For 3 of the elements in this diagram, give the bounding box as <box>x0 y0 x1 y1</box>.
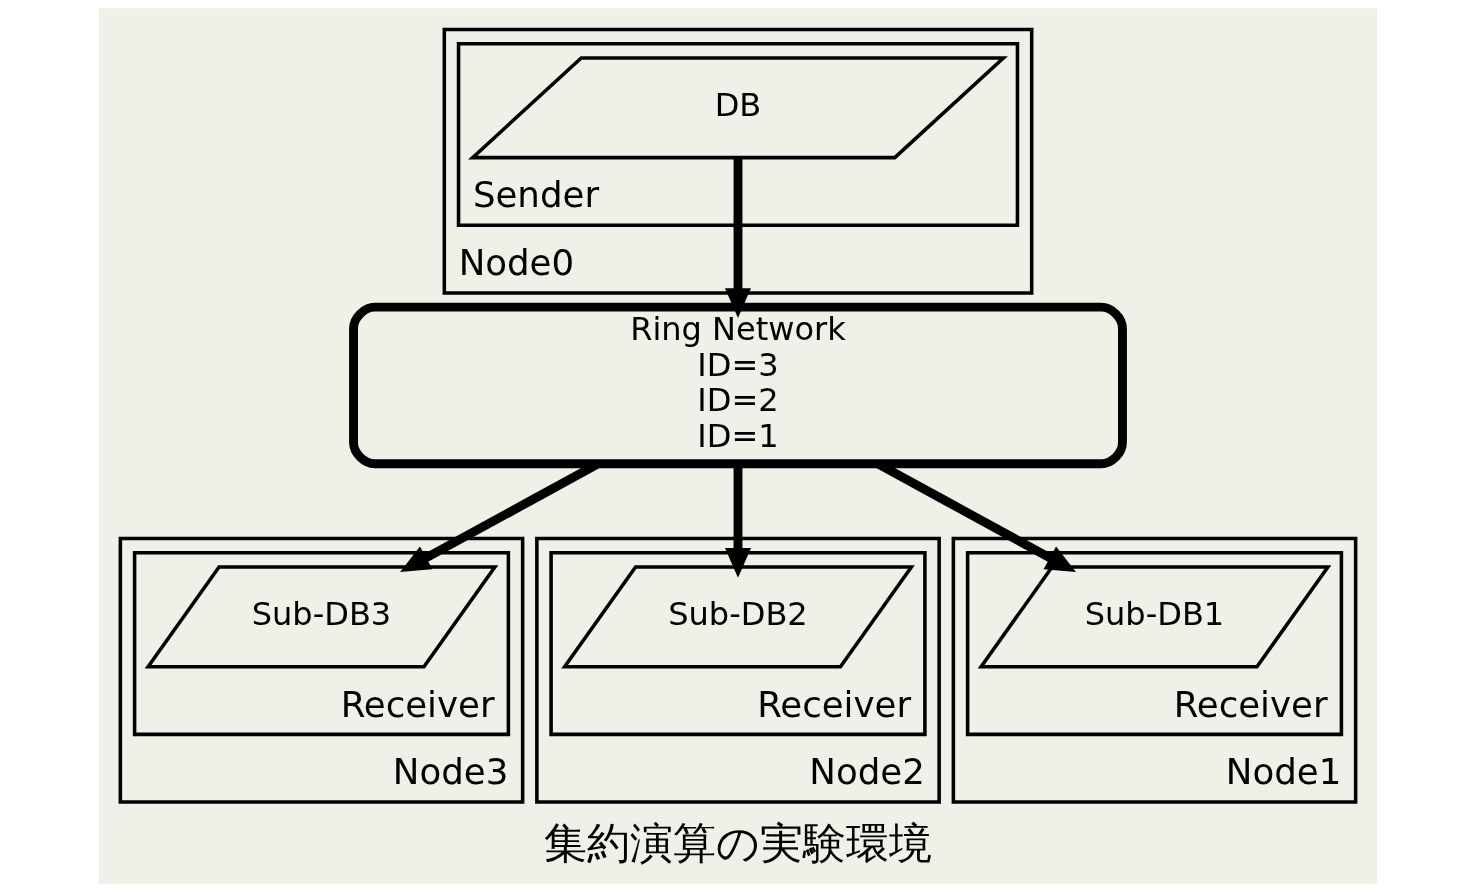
node-box: Ring Network ID=3 ID=2 ID=1 <box>348 302 1127 469</box>
caption: 集約演算の実験環境 <box>543 817 932 868</box>
arrow <box>724 157 751 318</box>
